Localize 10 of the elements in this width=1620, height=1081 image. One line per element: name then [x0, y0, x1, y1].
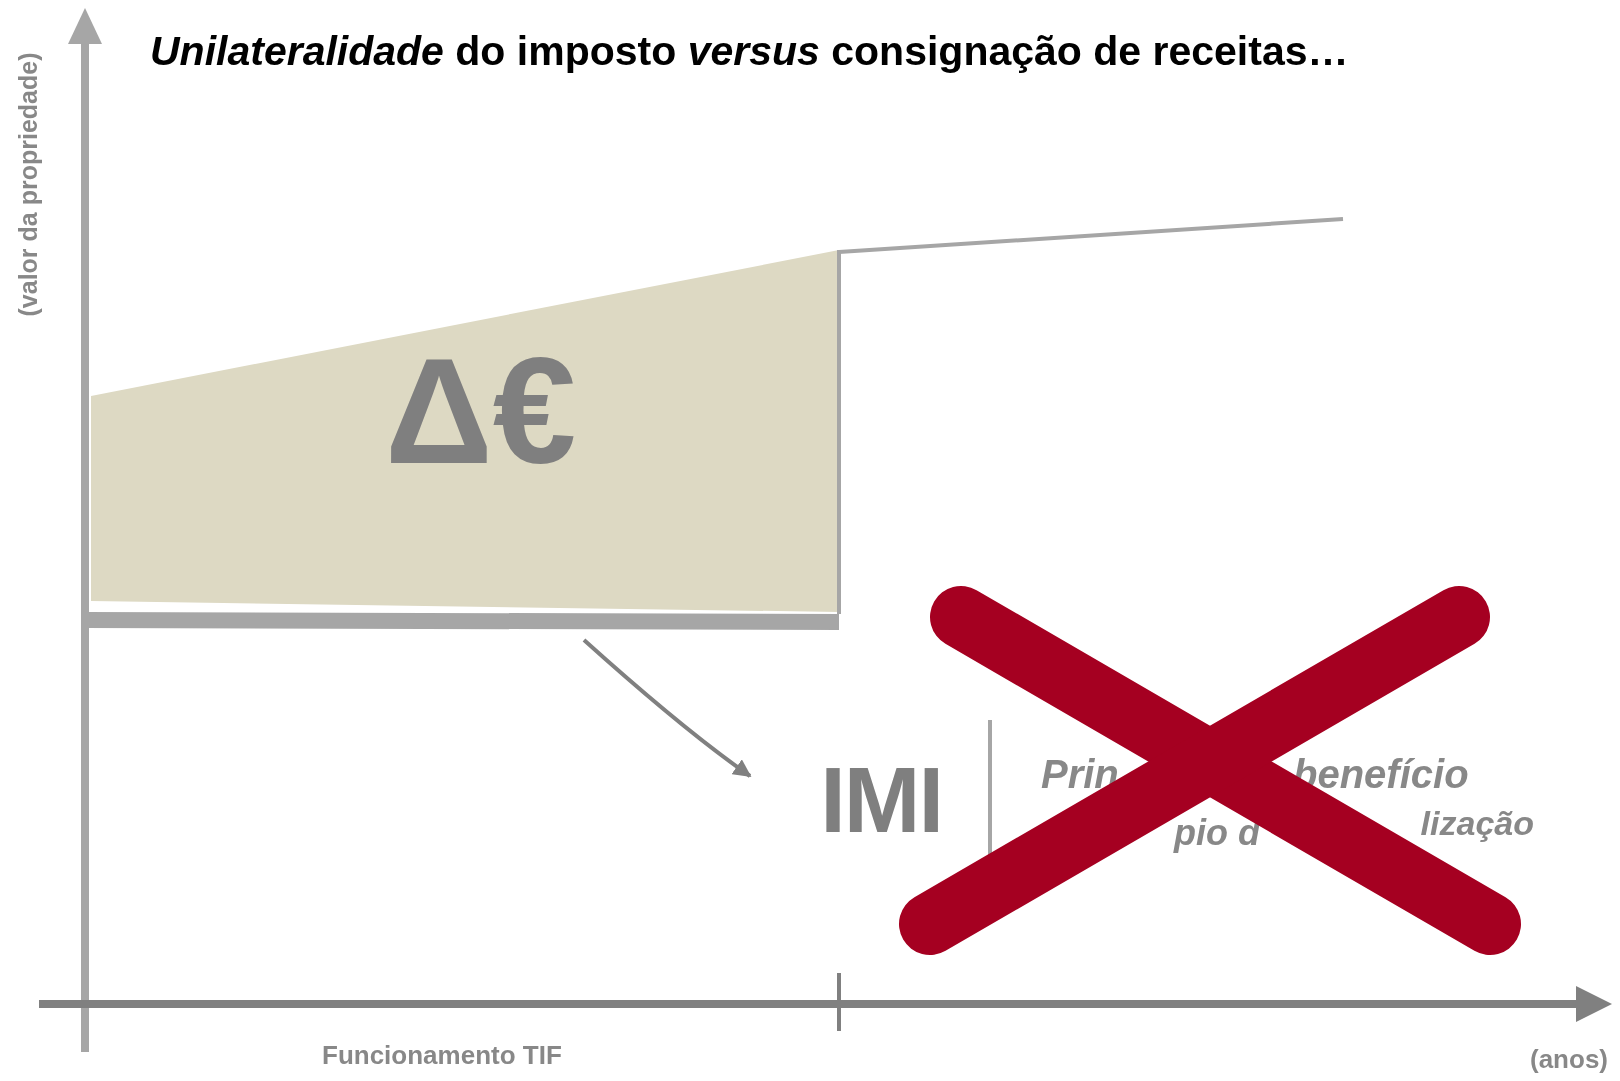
title: Unilateralidade do imposto versus consignação de receitas… [150, 28, 1349, 75]
principle-text: benefício [1293, 752, 1469, 797]
axis-label: Funcionamento TIF [322, 1040, 562, 1071]
principle-text: Prin [1041, 752, 1119, 797]
principle-text: lização [1420, 804, 1534, 843]
axis-label: (anos) [1530, 1044, 1608, 1075]
arrow [582, 638, 752, 778]
tax-label: IMI [820, 754, 942, 846]
axis-label: (valor da propriedade) [13, 51, 43, 319]
delta-euro-symbol: Δ€ [385, 336, 577, 486]
